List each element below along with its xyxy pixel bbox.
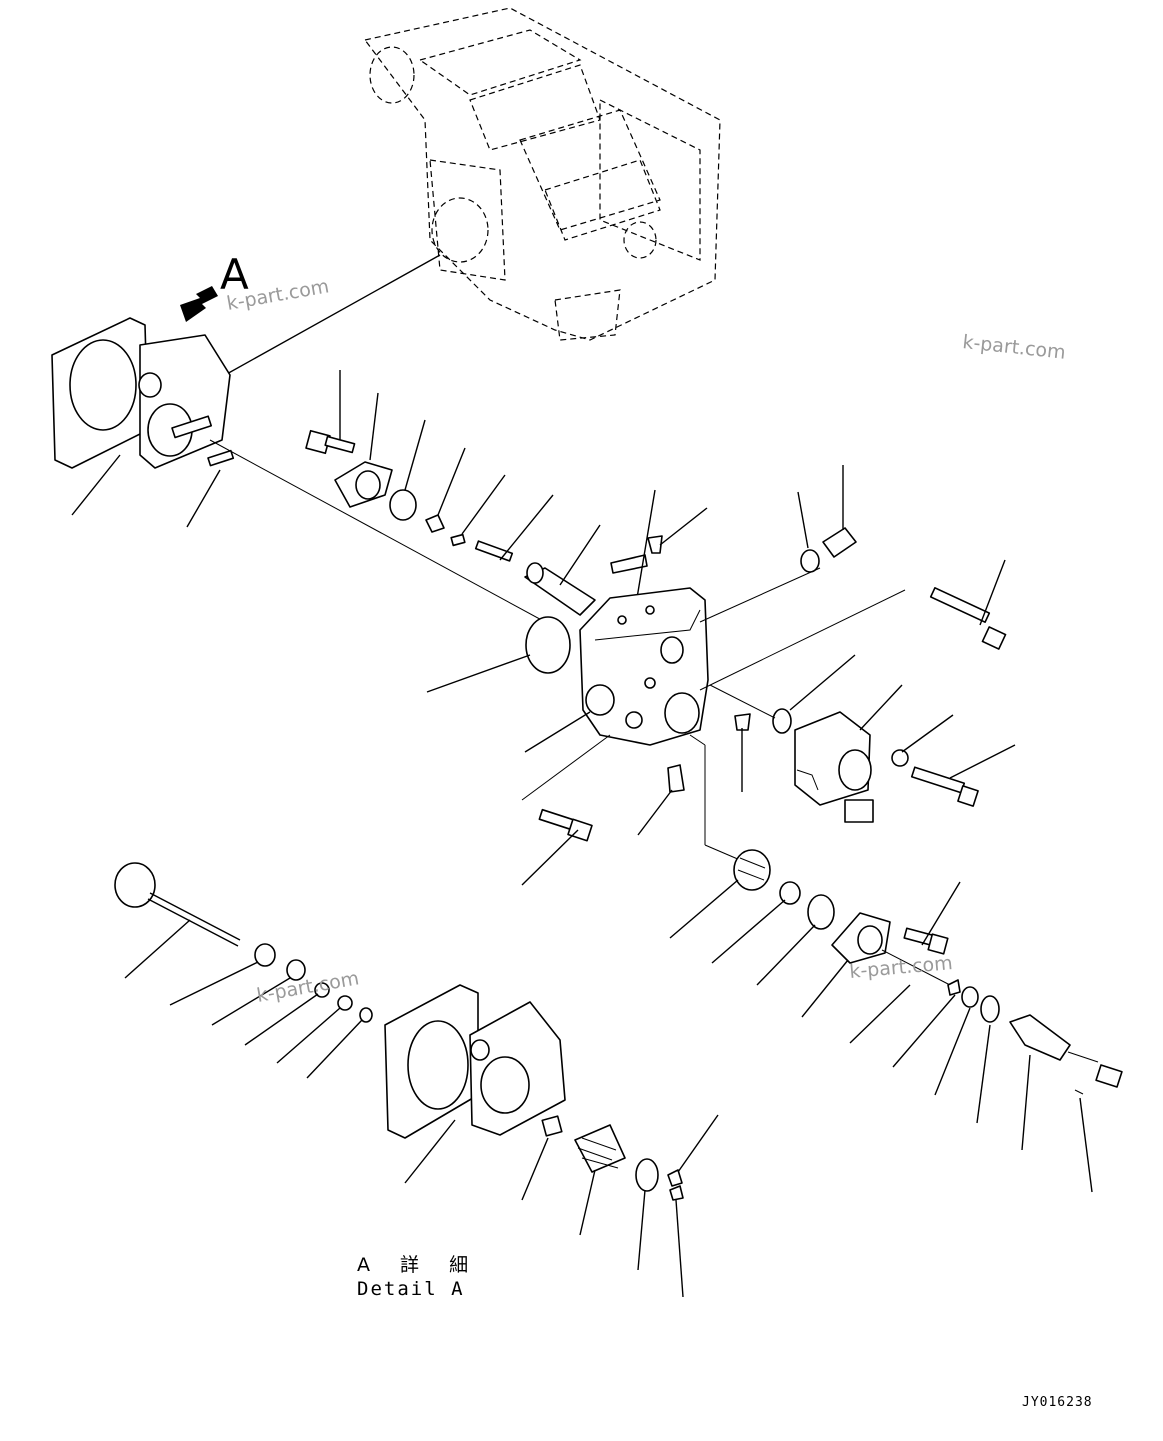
transmission-case (363, 7, 721, 341)
valve-block (579, 587, 709, 746)
plug-small (425, 514, 445, 533)
o-ring-small-right (961, 986, 979, 1008)
spool-large (524, 562, 596, 616)
solenoid-valve (794, 711, 874, 823)
o-ring-bottom-right (807, 894, 835, 930)
plug-mid (734, 713, 751, 731)
washer-a2 (337, 995, 353, 1011)
spring-detail-a (574, 1124, 626, 1173)
bushing (286, 959, 306, 981)
bolt-top-left (305, 429, 356, 455)
o-ring-solenoid (772, 708, 792, 734)
detail-a-flange (384, 984, 566, 1139)
o-ring-right-top (800, 549, 820, 573)
valve-rod (114, 862, 241, 947)
spring-cap (733, 849, 771, 891)
stopper (541, 1115, 563, 1137)
washer-right (891, 749, 909, 767)
spring-small-right (779, 881, 801, 905)
bolt-bottom (538, 808, 593, 842)
cover-plate-right (831, 912, 891, 964)
flange-assembly (51, 317, 235, 469)
plug-right (822, 527, 857, 558)
pressure-switch (1009, 1014, 1099, 1063)
o-ring-1 (389, 489, 417, 521)
name-plate (610, 554, 648, 574)
collet-1 (667, 1169, 683, 1187)
detail-label-en: Detail A (357, 1278, 465, 1300)
view-arrow-label: A (220, 250, 249, 299)
wire-clip (1074, 1089, 1084, 1095)
bolt-right-lower (910, 766, 979, 807)
watermark-2: k-part.com (961, 331, 1066, 364)
washer-a1 (314, 982, 330, 998)
plug-top (647, 535, 663, 554)
collet-2 (669, 1185, 684, 1201)
o-ring-switch (980, 995, 1000, 1023)
pin-right (947, 979, 961, 996)
spring-seat (635, 1158, 659, 1192)
view-arrow-icon (180, 286, 218, 322)
long-bolt-right (929, 586, 1007, 650)
detail-label-jp: A 詳 細 (357, 1254, 481, 1276)
bolt-bottom-right (903, 927, 949, 955)
seal-ring (254, 943, 276, 967)
connector (1095, 1064, 1123, 1088)
o-ring-large (525, 616, 571, 674)
nut-a (359, 1007, 373, 1023)
cover-plate (334, 461, 393, 508)
spring-tiny (450, 533, 466, 547)
plug-bottom (667, 764, 685, 793)
drawing-number: JY016238 (1022, 1395, 1093, 1410)
